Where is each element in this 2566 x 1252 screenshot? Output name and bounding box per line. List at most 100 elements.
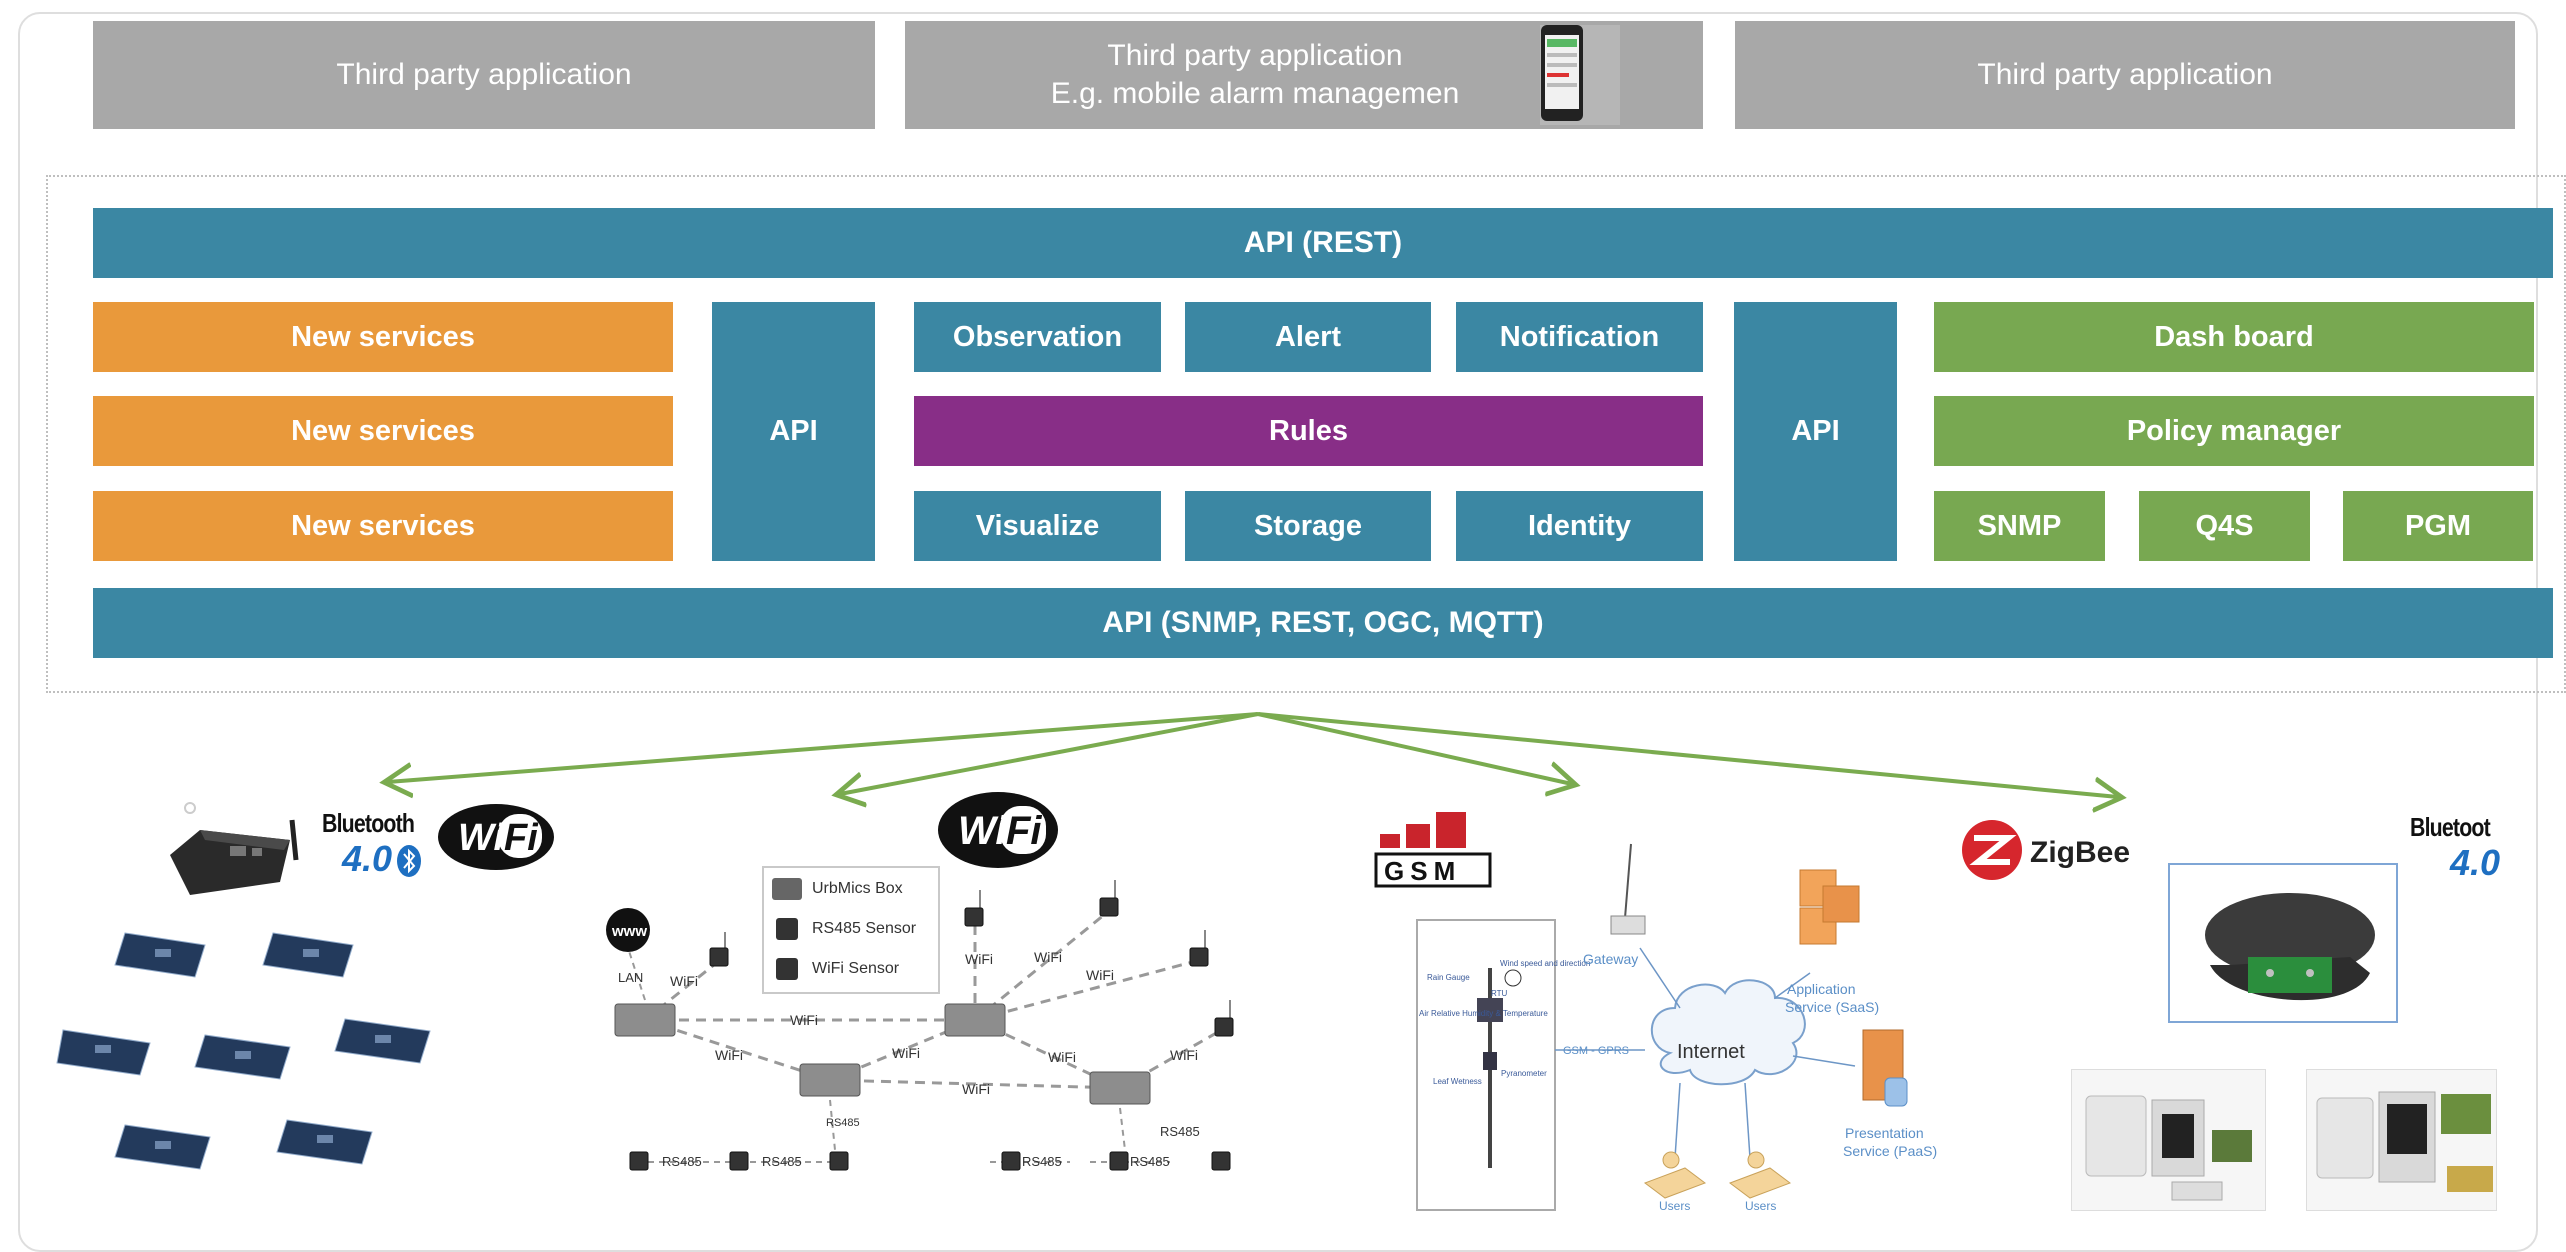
- new-services-3: New services: [93, 491, 673, 561]
- rs485-label: RS485: [1160, 1124, 1200, 1139]
- rs485-label: RS485: [1022, 1154, 1062, 1169]
- alert-label: Alert: [1274, 320, 1342, 353]
- zigbee-text: ZigBee: [2030, 836, 2130, 869]
- api-bottom-bar: API (SNMP, REST, OGC, MQTT): [93, 588, 2553, 658]
- new-services-2: New services: [93, 396, 673, 466]
- api-bottom-label: API (SNMP, REST, OGC, MQTT): [1102, 606, 1544, 639]
- gateway-label: Gateway: [1583, 951, 1638, 967]
- bluetooth-logo: Bluetooth 4.0: [322, 808, 434, 879]
- wifi-link-label: WiFi: [962, 1081, 990, 1097]
- pres-service-label: Service (PaaS): [1843, 1143, 1937, 1159]
- gsm-logo: GSM: [1374, 812, 1492, 888]
- arrow-to-zigbee: [1257, 712, 2118, 797]
- gateway-router-icon: [170, 802, 299, 895]
- wifi-fi-text: Fi: [1006, 809, 1042, 853]
- platform-boundary: [46, 175, 2566, 693]
- wifi-sensor-icon: [776, 958, 798, 980]
- pres-service-label: Presentation: [1845, 1125, 1924, 1141]
- pgm-label: PGM: [2404, 509, 2472, 542]
- lan-label: LAN: [618, 970, 643, 985]
- sensor-boards-image: [56, 932, 431, 1170]
- wifi-link-label: WiFi: [670, 973, 698, 989]
- snmp-block: SNMP: [1934, 491, 2105, 561]
- rules-label: Rules: [1269, 414, 1348, 447]
- identity-label: Identity: [1527, 509, 1632, 542]
- wifi-wi-text: Wi: [458, 817, 506, 859]
- arrow-to-bluetooth-wifi: [388, 712, 1259, 782]
- users-label: Users: [1659, 1199, 1690, 1213]
- rtu-label: RTU: [1491, 989, 1508, 998]
- device-photo-1: [2071, 1069, 2266, 1211]
- api-label: API: [769, 415, 818, 447]
- gsm-text: GSM: [1384, 856, 1461, 886]
- rs485-label: RS485: [1130, 1154, 1170, 1169]
- q4s-block: Q4S: [2139, 491, 2310, 561]
- third-party-label: Third party application: [1107, 39, 1403, 72]
- wifi-fi-text: Fi: [504, 817, 539, 859]
- zigbee-logo: ZigBee: [1962, 820, 2130, 880]
- rs485-label: RS485: [826, 1117, 860, 1129]
- third-party-label: Third party application: [336, 58, 632, 91]
- wifi-link-label: WiFi: [892, 1045, 920, 1061]
- rules-block: Rules: [914, 396, 1703, 466]
- wifi-link-label: WiFi: [715, 1047, 743, 1063]
- rs485-label: RS485: [762, 1154, 802, 1169]
- third-party-mobile-text: Third party application E.g. mobile alar…: [905, 21, 1605, 129]
- bluetooth-version: 4.0: [2450, 842, 2501, 883]
- enclosure-device-icon: [2205, 893, 2375, 1001]
- bluetooth-version: 4.0: [342, 838, 393, 879]
- device-box-icon: [2085, 1095, 2252, 1201]
- rain-gauge-label: Rain Gauge: [1427, 973, 1470, 982]
- wifi-link-label: WiFi: [1048, 1049, 1076, 1065]
- internet-cloud: [1650, 979, 1806, 1086]
- wifi-link-label: WiFi: [790, 1012, 818, 1028]
- wifi-link-label: WiFi: [1170, 1047, 1198, 1063]
- app-service-label: Service (SaaS): [1785, 999, 1879, 1015]
- notification-label: Notification: [1499, 320, 1660, 353]
- third-party-label: Third party application: [1977, 58, 2273, 91]
- app-service-label: Application: [1787, 981, 1856, 997]
- visualize-block: Visualize: [914, 491, 1161, 561]
- internet-label: Internet: [1677, 1041, 1745, 1063]
- bluetooth-icon: [397, 845, 421, 877]
- bluetooth-label: Bluetoot: [2410, 812, 2491, 842]
- bluetooth-logo-right: Bluetoot 4.0: [2410, 812, 2507, 883]
- notification-block: Notification: [1456, 302, 1703, 372]
- alert-block: Alert: [1185, 302, 1431, 372]
- legend-urbmics-box: UrbMics Box: [812, 880, 903, 897]
- www-text: www: [611, 923, 647, 940]
- q4s-label: Q4S: [2195, 509, 2254, 542]
- policy-manager-block: Policy manager: [1934, 396, 2534, 466]
- users-label: Users: [1745, 1199, 1776, 1213]
- legend-wifi-sensor: WiFi Sensor: [812, 960, 900, 977]
- gsm-cloud-diagram: Rain Gauge Wind speed and direction RTU …: [1416, 843, 1937, 1213]
- wifi-wi-text: Wi: [958, 809, 1007, 853]
- pyranometer-label: Pyranometer: [1501, 1069, 1547, 1078]
- visualize-label: Visualize: [975, 509, 1100, 542]
- leaf-wetness-label: Leaf Wetness: [1433, 1077, 1482, 1086]
- new-services-label: New services: [291, 509, 475, 542]
- storage-block: Storage: [1185, 491, 1431, 561]
- api-rest-bar: API (REST): [93, 208, 2553, 278]
- pgm-block: PGM: [2343, 491, 2533, 561]
- arrow-to-gsm: [1257, 712, 1572, 784]
- wifi-link-label: WiFi: [1086, 967, 1114, 983]
- gsm-gprs-label: GSM - GPRS: [1563, 1045, 1629, 1057]
- mobile-phone-icon: [1541, 25, 1583, 121]
- bluetooth-label: Bluetooth: [322, 808, 415, 838]
- api-label: API: [1791, 415, 1840, 447]
- wifi-link-label: WiFi: [965, 951, 993, 967]
- third-party-app-1: Third party application: [93, 21, 875, 129]
- wind-label: Wind speed and direction: [1500, 959, 1590, 968]
- third-party-app-3: Third party application: [1735, 21, 2515, 129]
- rs485-sensor-icon: [776, 918, 798, 940]
- wifi-logo-2: Wi Fi: [938, 792, 1058, 868]
- dashboard-block: Dash board: [1934, 302, 2534, 372]
- third-party-app-2: Third party application E.g. mobile alar…: [905, 21, 1703, 129]
- api-right-block: API: [1734, 302, 1897, 561]
- storage-label: Storage: [1254, 509, 1362, 542]
- observation-label: Observation: [952, 320, 1123, 353]
- distribution-arrows: [0, 712, 2495, 1211]
- api-rest-label: API (REST): [1243, 226, 1403, 259]
- observation-block: Observation: [914, 302, 1161, 372]
